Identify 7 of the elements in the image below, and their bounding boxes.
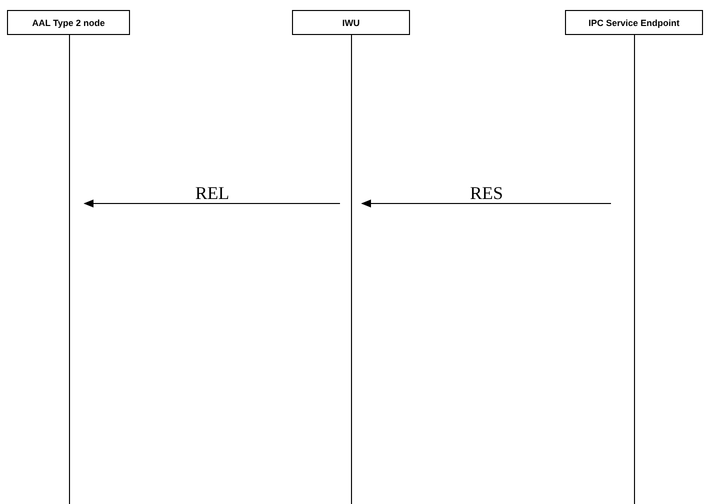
message-arrow <box>361 200 612 208</box>
message-label: REL <box>193 184 232 202</box>
participant-box: IPC Service Endpoint <box>565 10 703 35</box>
participant-box: AAL Type 2 node <box>7 10 130 35</box>
message-arrow <box>84 200 340 208</box>
message-label: RES <box>468 184 505 202</box>
participant-box: IWU <box>292 10 410 35</box>
